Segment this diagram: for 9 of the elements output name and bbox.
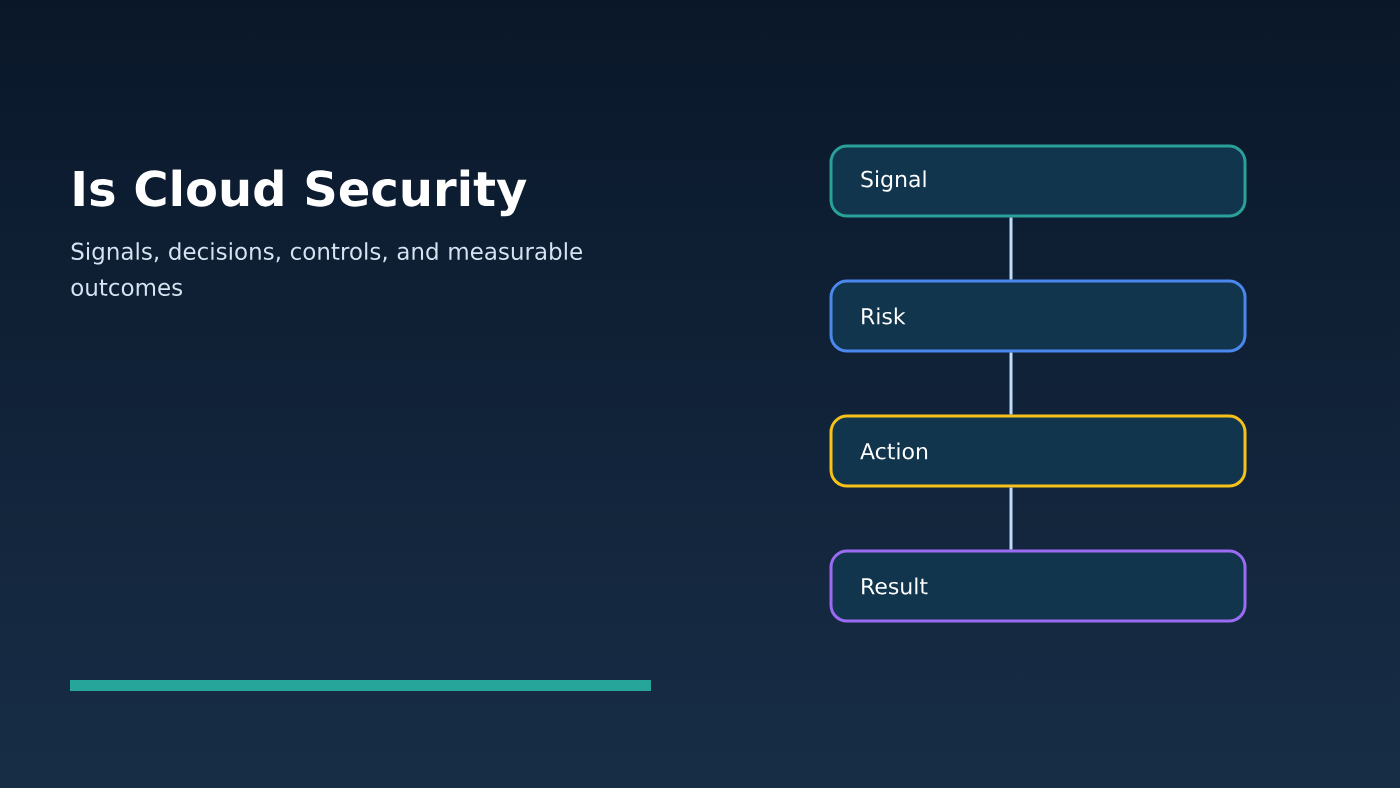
- process-box: Risk: [829, 279, 1247, 353]
- subtitle: Signals, decisions, controls, and measurable outcomes: [71, 242, 582, 296]
- process-box: Result: [829, 549, 1247, 623]
- connector-line: [1009, 217, 1013, 280]
- process-box: Action: [829, 414, 1247, 488]
- connector-line: [1009, 352, 1013, 415]
- process-box: Signal: [829, 144, 1247, 218]
- connector-line: [1009, 487, 1013, 550]
- title: Is Cloud Security: [74, 169, 527, 217]
